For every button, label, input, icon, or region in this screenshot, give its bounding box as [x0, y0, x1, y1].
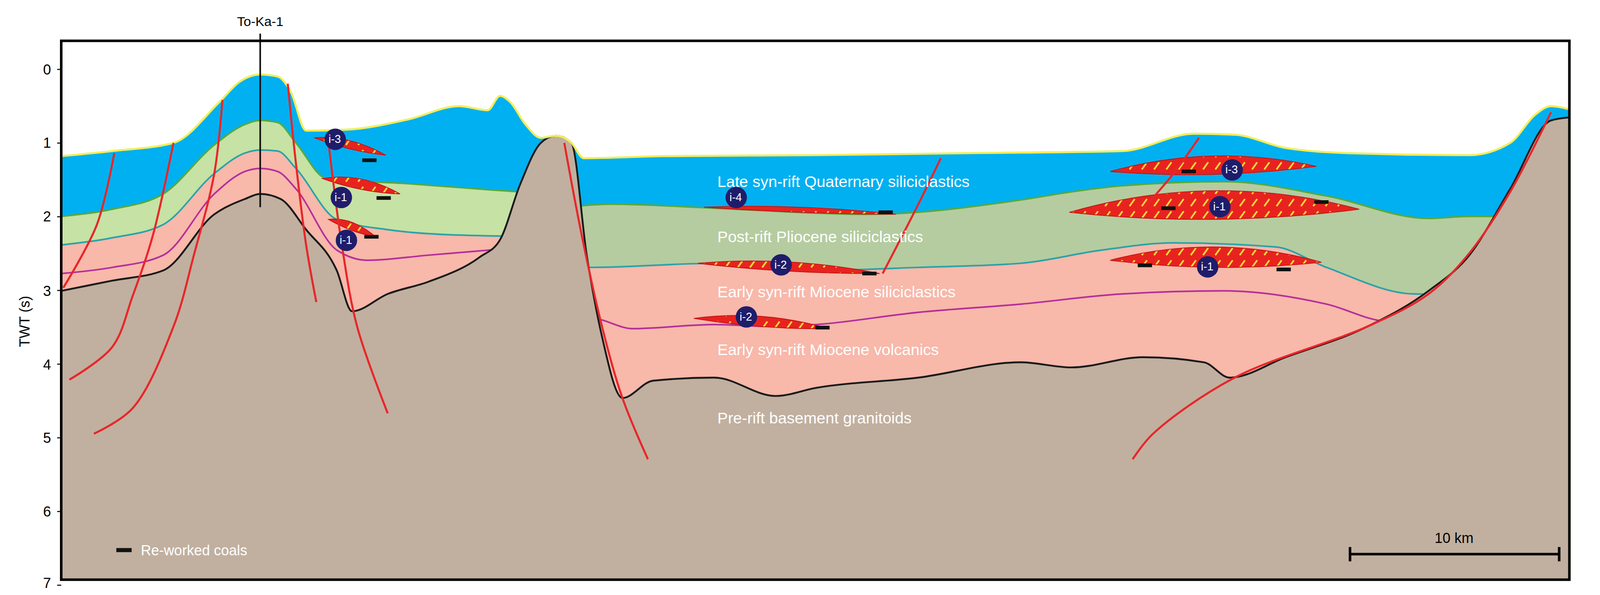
well-name: To-Ka-1: [237, 14, 284, 31]
callout-number: i-3: [323, 127, 346, 150]
section-body: [61, 74, 1570, 580]
legend-item: Re-worked coals: [116, 541, 248, 559]
scale-bar: [1350, 552, 1560, 556]
axis-tick-label: 1: [43, 134, 52, 152]
callout-number: i-1: [334, 228, 357, 251]
callout-text: i-3: [328, 133, 341, 145]
callout-text: i-1: [339, 234, 353, 246]
fault-line: [564, 142, 648, 459]
layer-label: Post-rift Pliocene siliciclastics: [717, 227, 923, 246]
coal-mark: [1314, 200, 1329, 204]
coal-mark: [1137, 263, 1152, 267]
scale-label: 10 km: [1434, 529, 1474, 546]
callout-number: i-1: [1196, 255, 1218, 278]
axis-tick-label: 7: [43, 574, 52, 591]
axis-tick: [57, 289, 62, 291]
intrusion-sill: [693, 315, 829, 329]
axis-tick: [57, 437, 62, 439]
scale-bar-tick: [1558, 546, 1561, 561]
fault-line: [287, 83, 317, 302]
horizon-line: [61, 120, 551, 217]
axis-tick: [57, 363, 62, 365]
axis-tick-label: 6: [43, 502, 52, 520]
coal-mark: [1276, 267, 1291, 272]
axis-tick-label: 4: [43, 355, 52, 373]
callout-number: i-1: [1208, 195, 1231, 217]
layer-label: Early syn-rift Miocene siliciclastics: [717, 282, 956, 301]
coal-mark: [815, 325, 830, 330]
axis-tick: [57, 68, 62, 70]
axis-tick-label: 5: [43, 429, 52, 446]
callout-text: i-4: [729, 191, 742, 203]
plot-frame: [61, 40, 1570, 580]
axis-tick: [57, 215, 62, 217]
coal-mark: [362, 158, 377, 162]
callout-number: i-1: [330, 186, 352, 208]
layer-label: Late syn-rift Quaternary siliciclastics: [717, 172, 970, 191]
basement-layer: [61, 117, 1570, 580]
intrusion-sill: [1069, 190, 1359, 220]
horizon-line: [550, 181, 1570, 219]
callout-number: i-3: [1220, 158, 1243, 181]
axis-tick: [57, 510, 62, 512]
callout-text: i-1: [1201, 260, 1214, 272]
horizon-line: [550, 242, 1570, 296]
basement-line: [61, 117, 1570, 398]
callout-text: i-2: [739, 310, 752, 322]
quaternary-layer: [61, 74, 1570, 580]
axis-tick-label: 3: [43, 282, 52, 299]
coal-mark: [364, 234, 379, 239]
axis-tick: [57, 142, 62, 144]
axis-tick: [57, 584, 62, 586]
well-line: [259, 33, 261, 207]
coal-mark: [376, 196, 391, 200]
axis-tick-label: 2: [43, 208, 52, 225]
fault-line: [1132, 112, 1552, 460]
axis-tick-label: 0: [43, 61, 52, 78]
coal-mark: [878, 210, 893, 214]
fault-line: [63, 152, 115, 288]
callout-text: i-2: [774, 258, 787, 270]
intrusion-sill: [1110, 156, 1317, 175]
callout-text: i-1: [334, 191, 347, 203]
callout-number: i-2: [735, 305, 757, 328]
callout-text: i-1: [1213, 200, 1226, 212]
callout-text: i-3: [1225, 163, 1238, 175]
fault-line: [1142, 137, 1199, 209]
coal-mark: [1161, 206, 1176, 210]
callout-number: i-2: [770, 253, 792, 276]
fault-line: [69, 142, 174, 380]
layer-label: Early syn-rift Miocene volcanics: [717, 340, 939, 359]
callout-number: i-4: [725, 186, 747, 208]
fault-line: [93, 100, 223, 434]
axis-title: TWT (s): [16, 295, 33, 347]
layer-label: Pre-rift basement granitoids: [717, 409, 912, 428]
fault-line: [328, 142, 388, 414]
legend-text: Re-worked coals: [140, 541, 247, 559]
coal-mark: [1181, 169, 1196, 174]
coal-symbol: [116, 547, 132, 552]
scale-bar-tick: [1348, 546, 1352, 561]
coal-mark: [862, 271, 877, 276]
